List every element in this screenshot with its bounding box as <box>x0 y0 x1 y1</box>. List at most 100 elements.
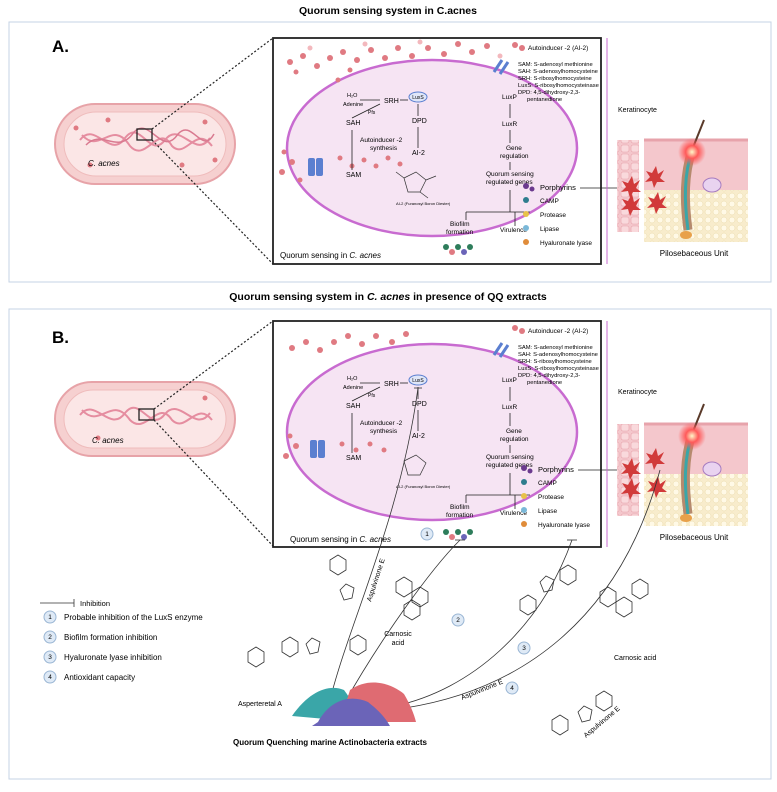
svg-text:Pfs: Pfs <box>368 110 376 116</box>
svg-text:DPD: 4,5-dihydroxy-2,3-: DPD: 4,5-dihydroxy-2,3- <box>518 90 580 96</box>
biofilm-cluster-b <box>443 529 473 540</box>
panel-b-letter: B. <box>52 328 69 347</box>
svg-text:SAM: S-adenosyl methionine: SAM: S-adenosyl methionine <box>518 345 593 351</box>
svg-text:Virulence: Virulence <box>500 510 527 517</box>
unit-label-b: Pilosebaceous Unit <box>660 533 729 542</box>
zoom-box-a <box>136 128 153 141</box>
svg-text:Autoinducer -2 (AI-2): Autoinducer -2 (AI-2) <box>528 45 588 52</box>
svg-text:regulated genes: regulated genes <box>486 179 533 186</box>
svg-text:synthesis: synthesis <box>370 145 398 152</box>
svg-text:synthesis: synthesis <box>370 428 398 435</box>
svg-text:Quorum sensing: Quorum sensing <box>486 454 534 461</box>
svg-text:pentanedione: pentanedione <box>527 380 562 386</box>
svg-text:SAH: S-adenosylhomocysteine: SAH: S-adenosylhomocysteine <box>518 352 598 358</box>
keratinocyte-label-b: Keratinocyte <box>618 389 657 396</box>
svg-text:regulated genes: regulated genes <box>486 462 533 469</box>
virulence-factors-a: Porphyrins CAMP Protease Lipase Hyaluron… <box>523 183 592 247</box>
pathway-arrows-a <box>351 99 530 226</box>
svg-text:2: 2 <box>48 634 52 641</box>
header-b: Quorum sensing system in C. acnes in pre… <box>229 291 547 303</box>
svg-text:pentanedione: pentanedione <box>527 97 562 103</box>
svg-text:Protease: Protease <box>538 494 564 501</box>
bacterium-a <box>54 103 236 185</box>
svg-text:1: 1 <box>425 531 429 538</box>
svg-text:CAMP: CAMP <box>538 480 557 487</box>
panel-b-frame <box>8 308 772 780</box>
svg-text:SRH: SRH <box>384 381 399 388</box>
zoom-box-b <box>138 408 155 421</box>
svg-text:Autoinducer -2: Autoinducer -2 <box>360 137 403 144</box>
svg-text:LuxP: LuxP <box>502 94 517 101</box>
pathway-a: H₂O Adenine Pfs SRH LuxS SAH DPD Autoind… <box>343 91 534 236</box>
svg-text:Quorum sensing: Quorum sensing <box>486 171 534 178</box>
svg-text:AI-2: AI-2 <box>412 150 425 157</box>
pathway-arrows-b <box>351 382 530 509</box>
svg-text:SAM: S-adenosyl methionine: SAM: S-adenosyl methionine <box>518 62 593 68</box>
inhibition-markers: 1 2 3 4 <box>420 527 531 695</box>
label-aspulvinone-e-mid: Aspulvinone E <box>460 678 504 701</box>
svg-text:4: 4 <box>48 674 52 681</box>
svg-text:3: 3 <box>48 654 52 661</box>
svg-text:SRH: S-ribosylhomocysteine: SRH: S-ribosylhomocysteine <box>518 359 592 365</box>
svg-text:Antioxidant capacity: Antioxidant capacity <box>64 673 135 682</box>
svg-text:Hyaluronate lyase: Hyaluronate lyase <box>538 522 590 529</box>
svg-text:regulation: regulation <box>500 436 529 443</box>
svg-text:Gene: Gene <box>506 145 522 152</box>
luxp-receptor-b <box>492 342 510 358</box>
luxp-receptor-a <box>492 59 510 75</box>
factor-hyaluronate-lyase: Hyaluronate lyase <box>540 240 592 247</box>
svg-text:SRH: S-ribosylhomocysteine: SRH: S-ribosylhomocysteine <box>518 76 592 82</box>
panel-a-letter: A. <box>52 37 69 56</box>
skin-diagram-b <box>617 403 748 526</box>
transporter-a <box>308 158 323 176</box>
svg-text:SAH: SAH <box>346 120 360 127</box>
header-a: Quorum sensing system in C.acnes <box>299 5 477 17</box>
pathway-b: H₂O Adenine Pfs SRH LuxS SAH DPD Autoind… <box>343 374 534 519</box>
svg-text:SRH: SRH <box>384 98 399 105</box>
svg-text:SAM: SAM <box>346 455 361 462</box>
svg-text:Probable inhibition of the Lux: Probable inhibition of the LuxS enzyme <box>64 613 203 622</box>
factor-protease: Protease <box>540 212 566 219</box>
panel-a-frame <box>8 21 772 283</box>
svg-text:Lipase: Lipase <box>538 508 558 515</box>
ai2-molecule-b <box>403 454 427 476</box>
svg-text:Biofilm: Biofilm <box>450 504 470 511</box>
svg-text:LuxS: LuxS <box>412 95 424 101</box>
svg-text:H₂O: H₂O <box>347 376 358 382</box>
svg-text:Adenine: Adenine <box>343 385 363 391</box>
svg-text:2: 2 <box>456 617 460 624</box>
keratinocyte-label-a: Keratinocyte <box>618 107 657 114</box>
svg-text:4: 4 <box>510 685 514 692</box>
svg-text:DPD: DPD <box>412 118 427 125</box>
svg-text:Porphyrins: Porphyrins <box>538 465 574 474</box>
svg-text:Autoinducer -2 (AI-2): Autoinducer -2 (AI-2) <box>528 328 588 335</box>
extract-powders <box>292 682 416 726</box>
label-carnosic-2: acid <box>392 640 405 647</box>
ai2-molecule-a <box>395 171 437 199</box>
virulence-factors-b: Porphyrins CAMP Protease Lipase Hyaluron… <box>521 465 590 529</box>
svg-text:LuxS: S-ribosylhomocysteinase: LuxS: S-ribosylhomocysteinase <box>518 366 599 372</box>
svg-text:SAH: SAH <box>346 403 360 410</box>
cell-b-caption: Quorum sensing in C. acnes <box>290 535 391 544</box>
label-asperteretal: Asperteretal A <box>238 701 282 708</box>
svg-text:formation: formation <box>446 229 473 236</box>
svg-text:Biofilm: Biofilm <box>450 221 470 228</box>
svg-text:Virulence: Virulence <box>500 227 527 234</box>
svg-text:AI-2: AI-2 <box>412 433 425 440</box>
inhibition-legend: Inhibition 1 Probable inhibition of the … <box>40 599 203 684</box>
abbrev-legend-b: Autoinducer -2 (AI-2) SAM: S-adenosyl me… <box>512 325 599 386</box>
transporter-b <box>310 440 325 458</box>
svg-text:AI-2 (Furanosyl Boron Diester): AI-2 (Furanosyl Boron Diester) <box>396 484 451 489</box>
cell-a-caption: Quorum sensing in C. acnes <box>280 251 381 260</box>
factor-camp: CAMP <box>540 198 559 205</box>
svg-text:DPD: 4,5-dihydroxy-2,3-: DPD: 4,5-dihydroxy-2,3- <box>518 373 580 379</box>
svg-text:LuxS: LuxS <box>412 378 424 384</box>
ai2-dots-a <box>279 41 490 183</box>
extracts-caption: Quorum Quenching marine Actinobacteria e… <box>233 738 428 747</box>
svg-text:SAM: SAM <box>346 172 361 179</box>
factor-porphyrins: Porphyrins <box>540 183 576 192</box>
bacterium-b-label: C. acnes <box>92 436 124 445</box>
biofilm-cluster-a <box>443 244 473 255</box>
svg-text:Gene: Gene <box>506 428 522 435</box>
